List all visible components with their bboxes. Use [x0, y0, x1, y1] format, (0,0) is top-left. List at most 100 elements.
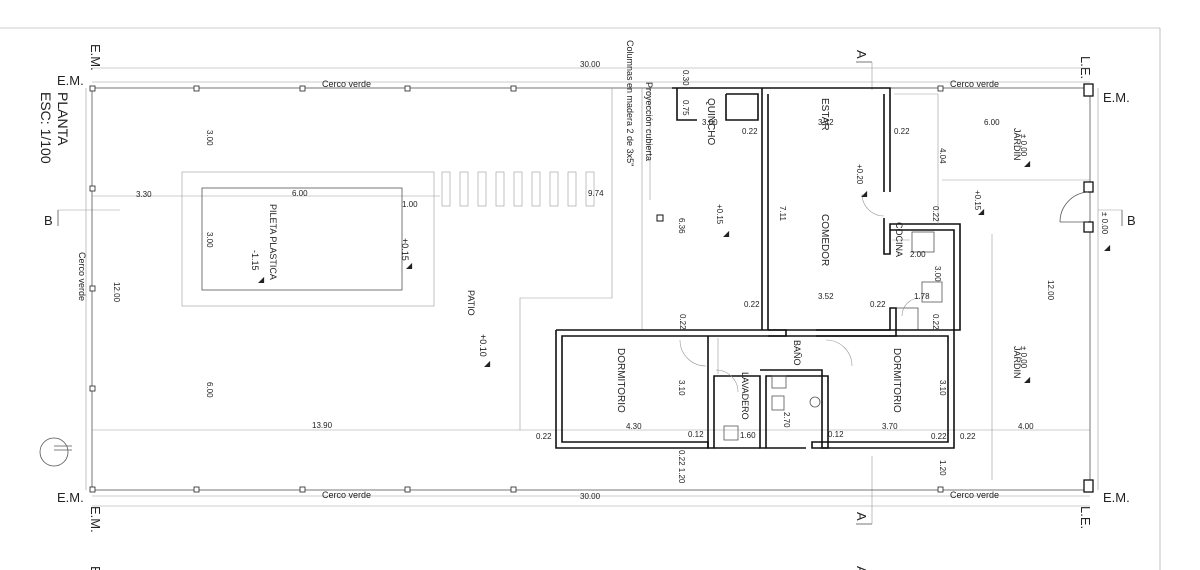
building-walls	[555, 87, 961, 449]
dim-1390: 13.90	[312, 421, 333, 430]
columns-note: Columnas en madera 2 de 3x5"	[625, 40, 635, 166]
shower-drain	[809, 396, 821, 408]
dim-636: 6.36	[677, 218, 686, 234]
section-b-right: B	[1127, 213, 1136, 228]
room-label-dormitorio-right: DORMITORIO	[891, 348, 902, 413]
patio-label: PATIO	[466, 290, 476, 316]
room-label-jardin-bottom: JARDIN	[1012, 346, 1022, 379]
sheet-border	[0, 27, 1161, 570]
dim-600-jardin: 6.00	[984, 118, 1000, 127]
dim-1200-left: 12.00	[112, 282, 121, 303]
dim-404: 4.04	[938, 148, 947, 164]
level-jardin-mid: +0.15	[973, 190, 982, 211]
section-a-cut: A	[854, 566, 869, 570]
pool-label: PILETA PLASTICA	[268, 204, 278, 280]
fence-label-bottom-left: Cerco verde	[322, 490, 371, 500]
fence-label-left: Cerco verde	[77, 252, 87, 301]
dim-022-120: 0.22 1.20	[677, 450, 686, 484]
le-marker-top-right: L.E.	[1078, 56, 1093, 79]
dim-012-a: 0.12	[688, 430, 704, 439]
stove	[911, 231, 935, 253]
dim-430: 4.30	[626, 422, 642, 431]
level-jardin-bottom: ± 0.00	[1019, 346, 1028, 369]
room-labels: QUINCHO ESTAR COMEDOR COCINA BAÑO LAVADE…	[615, 98, 1022, 420]
dim-974: 9.74	[588, 189, 604, 198]
em-marker-cut-left: E.M.	[88, 566, 103, 570]
em-marker-bottom-right: E.M.	[1103, 490, 1130, 505]
dim-wall-030: 0.30	[681, 70, 690, 86]
interior-guides	[717, 93, 1090, 480]
roof-projection-note: Proyección cubierta	[644, 82, 654, 161]
room-label-bano: BAÑO	[792, 340, 802, 366]
pool-deck-level: +0.15	[400, 238, 410, 261]
em-marker-top-left: E.M.	[57, 73, 84, 88]
plan-title-line1: PLANTA	[55, 92, 71, 146]
level-quincho: +0.15	[715, 204, 724, 225]
section-a-bottom: A	[854, 512, 869, 521]
dim-022-estar: 0.22	[894, 127, 910, 136]
pergola-slats	[441, 171, 595, 207]
level-arrow-jardin-top: ◢	[1024, 159, 1031, 168]
dim-100: 1.00	[402, 200, 418, 209]
room-label-lavadero: LAVADERO	[740, 372, 750, 420]
dim-120: 1.20	[938, 460, 947, 476]
fence-label-top-right: Cerco verde	[950, 79, 999, 89]
dim-300-quincho: 3.00	[702, 118, 718, 127]
section-markers: A A A B B E.M.	[44, 50, 1136, 570]
level-arrow-jardin-mid: ◢	[978, 207, 985, 216]
dim-022-c: 0.22	[678, 314, 687, 330]
dim-022-a: 0.22	[744, 300, 760, 309]
counter	[895, 307, 919, 331]
section-b-left: B	[44, 213, 53, 228]
em-marker-top-right: E.M.	[1103, 90, 1130, 105]
sink	[921, 281, 943, 303]
dimensions: 30.00 30.00 0.30 0.75 3.00 0.22 3.42 0.2…	[112, 60, 1055, 501]
level-entrance: ± 0.00	[1100, 212, 1109, 235]
dim-342: 3.42	[818, 118, 834, 127]
level-estar: +0.20	[855, 164, 864, 185]
fence-posts	[89, 83, 1094, 493]
dim-200: 2.00	[910, 250, 926, 259]
dim-022-b: 0.22	[870, 300, 886, 309]
dim-1200-right: 12.00	[1046, 280, 1055, 301]
lot-boundary	[85, 67, 1099, 507]
em-marker-bottom-left-vertical: E.M.	[88, 506, 103, 533]
laundry-tub	[723, 425, 739, 441]
level-arrow-entrance: ◢	[1104, 243, 1111, 252]
dim-022-d: 0.22	[931, 314, 940, 330]
fence-label-bottom-right: Cerco verde	[950, 490, 999, 500]
dim-352: 3.52	[818, 292, 834, 301]
dim-400: 4.00	[1018, 422, 1034, 431]
dim-012-b: 0.12	[828, 430, 844, 439]
dim-075: 0.75	[681, 100, 690, 116]
dim-022-f: 0.22	[931, 432, 947, 441]
dim-370: 3.70	[882, 422, 898, 431]
room-label-jardin-top: JARDIN	[1012, 128, 1022, 161]
em-marker-bottom-left: E.M.	[57, 490, 84, 505]
plan-title-line2: ESC: 1/100	[38, 92, 54, 164]
level-arrow-jardin-bottom: ◢	[1024, 375, 1031, 384]
dim-310-left: 3.10	[677, 380, 686, 396]
dim-022-comedor: 0.22	[931, 206, 940, 222]
north-arrow-icon	[39, 437, 72, 467]
level-arrow-quincho: ◢	[723, 229, 730, 238]
em-marker-top-left-vertical: E.M.	[88, 44, 103, 71]
patio: PATIO +0.10 ◢	[466, 88, 613, 430]
level-arrow-patio: ◢	[484, 359, 491, 368]
dim-300-cocina: 3.00	[933, 266, 942, 282]
dim-330: 3.30	[136, 190, 152, 199]
fence-label-top-left: Cerco verde	[322, 79, 371, 89]
basin	[771, 375, 787, 389]
dim-total-width-top: 30.00	[580, 60, 601, 69]
dim-310-right: 3.10	[938, 380, 947, 396]
level-arrow-deck: ◢	[406, 261, 413, 270]
room-label-dormitorio-left: DORMITORIO	[615, 348, 626, 413]
dim-711: 7.11	[778, 206, 787, 222]
dim-300-left: 3.00	[205, 130, 214, 146]
dim-600-pool: 6.00	[292, 189, 308, 198]
level-jardin-top: ± 0.00	[1019, 134, 1028, 157]
room-label-estar: ESTAR	[819, 98, 830, 131]
column-post	[656, 214, 664, 222]
dim-022-e: 0.22	[536, 432, 552, 441]
